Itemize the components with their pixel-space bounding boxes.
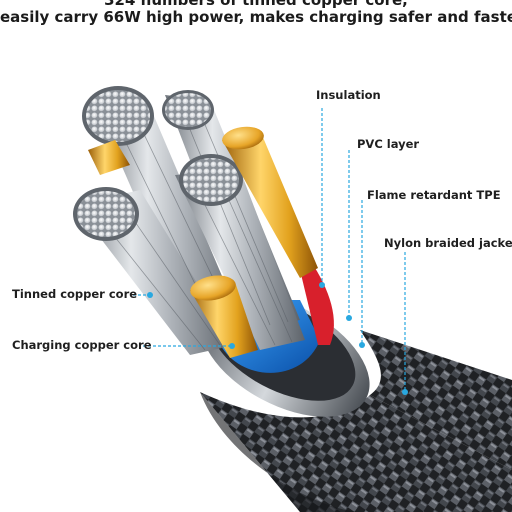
label-pvc-layer: PVC layer: [357, 137, 420, 151]
label-flame-retardant-tpe: Flame retardant TPE: [367, 188, 501, 202]
label-tinned-copper-core: Tinned copper core: [12, 287, 138, 301]
label-insulation: Insulation: [316, 88, 381, 102]
label-nylon-braided-jacket: Nylon braided jacket: [384, 236, 512, 250]
label-charging-copper-core: Charging copper core: [12, 338, 152, 352]
callout-dots: [147, 282, 408, 395]
headline-line-2: easily carry 66W high power, makes charg…: [0, 8, 512, 26]
nylon-braided-jacket: [200, 330, 512, 512]
charging-copper-cores: [88, 126, 318, 358]
headline-line-1: 324 numbers of tinned copper core,: [104, 0, 408, 9]
callout-leader-lines: [133, 108, 406, 392]
tinned-copper-core-bundles: [73, 86, 305, 355]
